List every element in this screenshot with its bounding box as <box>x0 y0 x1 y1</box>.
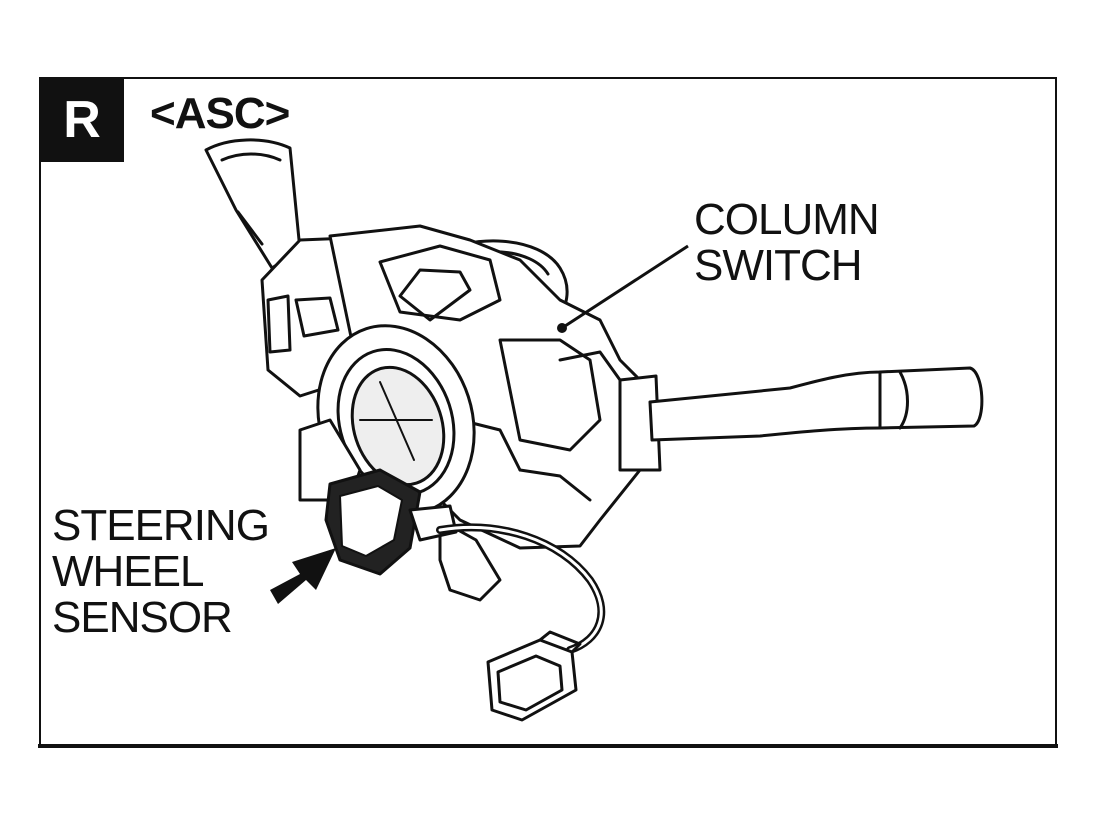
column-switch-leader-line <box>561 244 689 330</box>
steering-wheel-sensor-callout: STEERING WHEEL SENSOR <box>52 501 270 642</box>
column-switch-leader-dot <box>557 323 567 333</box>
variant-label: <ASC> <box>150 89 290 138</box>
column-switch-callout: COLUMN SWITCH <box>694 195 880 290</box>
left-lever <box>204 138 302 270</box>
column-switch-line1: COLUMN <box>694 195 880 244</box>
section-badge: R <box>40 78 124 162</box>
sensor-line1: STEERING <box>52 501 270 550</box>
column-switch-line2: SWITCH <box>694 241 863 290</box>
sensor-line2: WHEEL <box>52 547 204 596</box>
sensor-pointer-arrow <box>270 548 336 604</box>
sensor-line3: SENSOR <box>52 593 233 642</box>
right-lever <box>618 366 984 472</box>
wire-connector-plug <box>486 630 582 722</box>
